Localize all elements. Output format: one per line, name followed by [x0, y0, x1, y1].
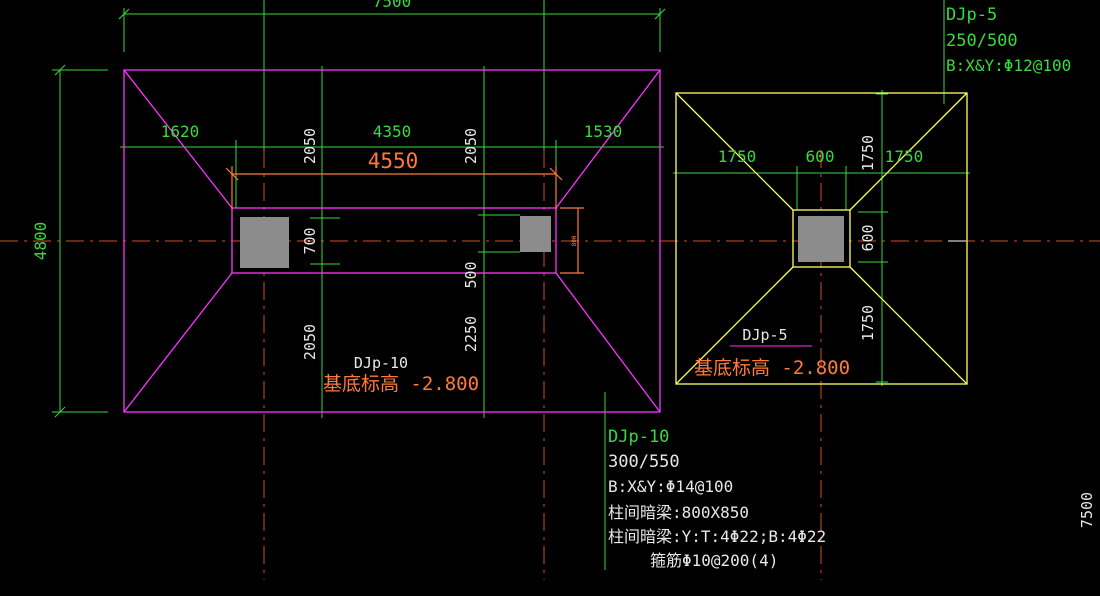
axis-lines [0, 150, 1100, 580]
footing-djp10-elevation: 基底标高 -2.800 [323, 373, 479, 395]
dim-2050-right: 2050 [462, 128, 480, 164]
dim-tiny: 800 [571, 235, 578, 246]
dimension-lines [52, 0, 970, 570]
annot-djp10-stirrups: 箍筋Φ10@200(4) [650, 551, 778, 570]
annot-djp10-beam-rebar: 柱间暗梁:Y:T:4Φ22;B:4Φ22 [608, 527, 826, 546]
beam-dimension [225, 166, 584, 274]
dim-600-v: 600 [859, 224, 877, 251]
column-right [798, 216, 844, 262]
annot-djp10-name: DJp-10 [608, 427, 669, 447]
annot-djp10-thickness: 300/550 [608, 452, 680, 472]
dim-top-7500: 7500 [373, 0, 412, 11]
annot-djp5-thickness: 250/500 [946, 31, 1018, 51]
column-mid [520, 216, 551, 252]
dim-600: 600 [806, 147, 835, 166]
dim-2050-low: 2050 [301, 324, 319, 360]
annot-djp10-beam-size: 柱间暗梁:800X850 [608, 503, 749, 522]
footing-djp10-name: DJp-10 [354, 354, 408, 372]
dim-4350: 4350 [373, 122, 412, 141]
dim-700: 700 [301, 227, 319, 254]
dim-1750-left: 1750 [718, 147, 757, 166]
annot-djp10-rebar: B:X&Y:Φ14@100 [608, 477, 733, 496]
dim-1750-right: 1750 [885, 147, 924, 166]
dim-beam-4550: 4550 [368, 149, 419, 173]
annot-djp5-name: DJp-5 [946, 5, 997, 25]
column-left [240, 217, 289, 268]
dim-1750-bottom: 1750 [859, 305, 877, 341]
dim-2250: 2250 [462, 316, 480, 352]
annot-djp5-rebar: B:X&Y:Φ12@100 [946, 56, 1071, 75]
footing-djp5-name: DJp-5 [742, 326, 787, 344]
footing-djp5-elevation: 基底标高 -2.800 [694, 357, 850, 379]
dim-500: 500 [462, 261, 480, 288]
dim-1750-top: 1750 [859, 135, 877, 171]
dim-1530: 1530 [584, 122, 623, 141]
footing-djp5-outline [675, 92, 968, 385]
dim-side-7500: 7500 [1078, 492, 1096, 528]
dim-1620: 1620 [161, 122, 200, 141]
dim-left-4800: 4800 [31, 222, 50, 261]
footing-djp10-outline [123, 69, 661, 413]
dim-2050-left: 2050 [301, 128, 319, 164]
